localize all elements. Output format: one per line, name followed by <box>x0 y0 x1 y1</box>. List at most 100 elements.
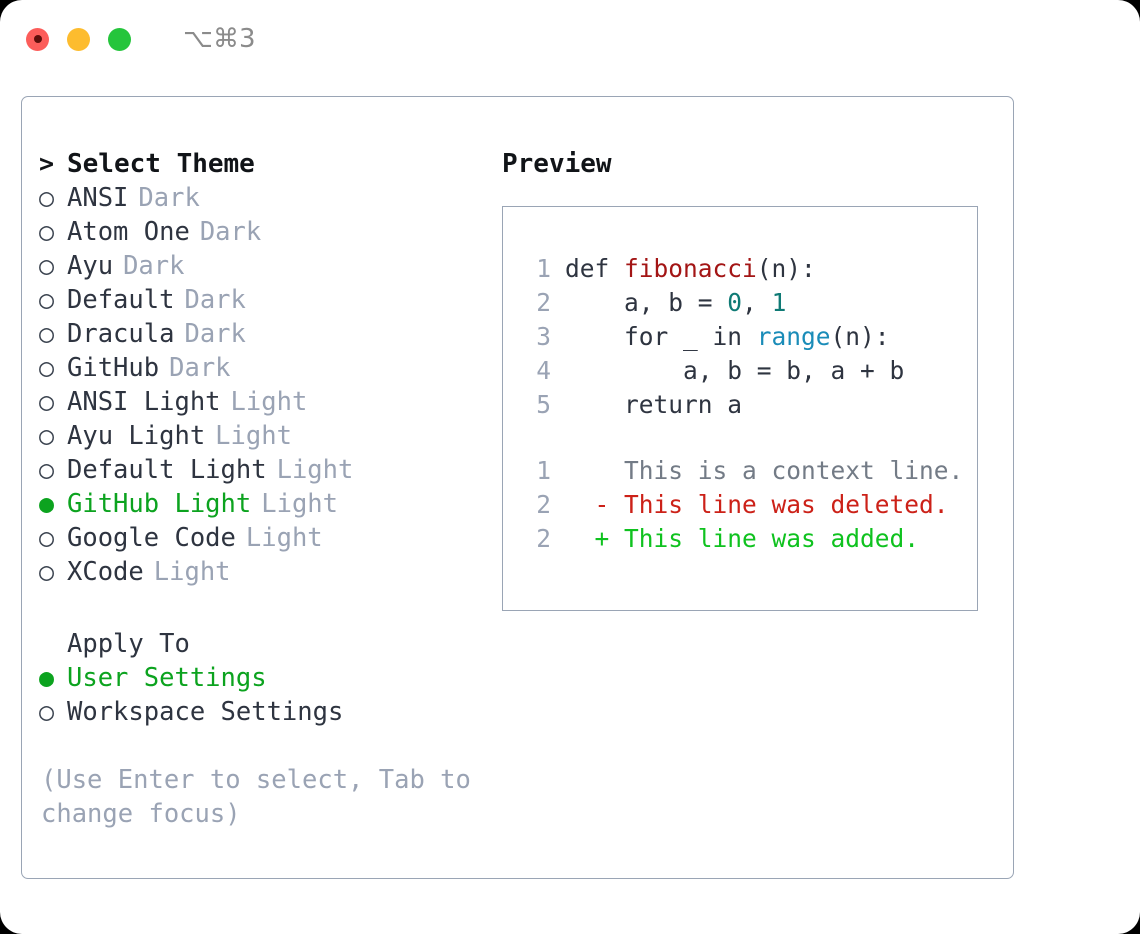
line-number: 4 <box>536 356 551 385</box>
theme-variant-tag: Light <box>230 387 308 417</box>
line-number: 3 <box>536 322 551 351</box>
diff-line: 2 - This line was deleted. <box>517 488 977 522</box>
theme-variant-tag: Dark <box>199 217 262 247</box>
line-number: 1 <box>536 254 551 283</box>
shortcut-label: ⌥⌘3 <box>183 24 256 54</box>
radio-unselected-icon[interactable]: ○ <box>39 285 55 314</box>
code-line-text: for _ in range(n): <box>624 322 890 351</box>
code-line: 5 return a <box>517 388 977 422</box>
radio-unselected-icon[interactable]: ○ <box>39 319 55 348</box>
theme-picker-header: > Select Theme <box>39 147 502 181</box>
theme-name: Ayu Light <box>67 421 206 451</box>
theme-name: Atom One <box>67 217 190 247</box>
theme-name: XCode <box>67 557 144 587</box>
radio-unselected-icon[interactable]: ○ <box>39 217 55 246</box>
theme-variant-tag: Dark <box>184 319 246 349</box>
focus-caret-icon: > <box>39 149 55 178</box>
theme-variant-tag: Light <box>215 421 292 451</box>
theme-list-item[interactable]: ○ Default Light Light <box>39 453 502 487</box>
apply-to-option[interactable]: ○ Workspace Settings <box>39 695 502 729</box>
theme-name: GitHub Light <box>67 489 252 519</box>
zoom-button[interactable] <box>108 27 131 51</box>
apply-to-header: ○ Apply To <box>39 627 502 661</box>
theme-list-item[interactable]: ○ Atom One Dark <box>39 215 502 249</box>
diff-sample: 1 This is a context line.2 - This line w… <box>517 454 977 556</box>
minimize-button[interactable] <box>67 27 90 51</box>
theme-variant-tag: Light <box>276 455 354 485</box>
theme-variant-tag: Dark <box>123 251 185 281</box>
apply-to-title: Apply To <box>67 629 190 659</box>
theme-list-item[interactable]: ○ ANSI Light Light <box>39 385 502 419</box>
diff-line-text: This line was deleted. <box>624 490 949 519</box>
radio-unselected-icon[interactable]: ○ <box>39 421 55 450</box>
apply-to-option[interactable]: ● User Settings <box>39 661 502 695</box>
code-line-text: a, b = b, a + b <box>683 356 905 385</box>
diff-line-number: 2 <box>536 490 551 519</box>
radio-unselected-icon[interactable]: ○ <box>39 387 55 416</box>
title-bar: ⌥⌘3 <box>0 0 1140 78</box>
apply-to-marker-spacer: ○ <box>39 627 67 661</box>
apply-to-list: ● User Settings ○ Workspace Settings <box>39 661 502 729</box>
code-line: 3 for _ in range(n): <box>517 320 977 354</box>
theme-list-item[interactable]: ○ Dracula Dark <box>39 317 502 351</box>
radio-unselected-icon[interactable]: ○ <box>39 183 55 212</box>
theme-name: ANSI Light <box>67 387 221 417</box>
radio-unselected-icon[interactable]: ○ <box>39 523 55 552</box>
theme-name: Default Light <box>67 455 267 485</box>
radio-unselected-icon[interactable]: ○ <box>39 697 55 726</box>
preview-title: Preview <box>502 149 612 179</box>
theme-list-item[interactable]: ○ XCode Light <box>39 555 502 589</box>
code-diff-spacer <box>517 422 977 454</box>
theme-picker-title: Select Theme <box>67 149 255 179</box>
theme-name: Google Code <box>67 523 236 553</box>
theme-name: Dracula <box>67 319 175 349</box>
code-line-text: return a <box>624 390 743 419</box>
code-line: 2 a, b = 0, 1 <box>517 286 977 320</box>
radio-unselected-icon[interactable]: ○ <box>39 353 55 382</box>
theme-list-item[interactable]: ○ Ayu Light Light <box>39 419 502 453</box>
traffic-lights <box>26 27 131 51</box>
diff-line: 2 + This line was added. <box>517 522 977 556</box>
code-line-text: a, b = 0, 1 <box>624 288 787 317</box>
radio-unselected-icon[interactable]: ○ <box>39 251 55 280</box>
theme-variant-tag: Dark <box>169 353 231 383</box>
theme-variant-tag: Dark <box>138 183 200 213</box>
theme-list-item[interactable]: ● GitHub Light Light <box>39 487 502 521</box>
diff-line-text: This line was added. <box>624 524 920 553</box>
theme-name: Default <box>67 285 175 315</box>
radio-selected-icon[interactable]: ● <box>39 663 55 692</box>
line-number: 2 <box>536 288 551 317</box>
theme-variant-tag: Dark <box>184 285 246 315</box>
line-number: 5 <box>536 390 551 419</box>
radio-unselected-icon[interactable]: ○ <box>39 455 55 484</box>
theme-list-item[interactable]: ○ ANSI Dark <box>39 181 502 215</box>
apply-to-label: Workspace Settings <box>67 697 344 727</box>
diff-sign: - <box>565 490 625 519</box>
theme-variant-tag: Light <box>261 489 338 519</box>
keyboard-hint: (Use Enter to select, Tab to change focu… <box>41 765 471 829</box>
close-button[interactable] <box>26 27 49 51</box>
theme-variant-tag: Light <box>153 557 231 587</box>
hint-spacer <box>39 729 502 763</box>
theme-name: ANSI <box>67 183 129 213</box>
code-line: 4 a, b = b, a + b <box>517 354 977 388</box>
diff-sign: + <box>565 524 625 553</box>
diff-line: 1 This is a context line. <box>517 454 977 488</box>
apply-to-label: User Settings <box>67 663 267 693</box>
radio-selected-icon[interactable]: ● <box>39 489 55 518</box>
theme-list-item[interactable]: ○ Default Dark <box>39 283 502 317</box>
diff-line-number: 1 <box>536 456 551 485</box>
diff-line-text: This is a context line. <box>624 456 964 485</box>
radio-unselected-icon[interactable]: ○ <box>39 557 55 586</box>
